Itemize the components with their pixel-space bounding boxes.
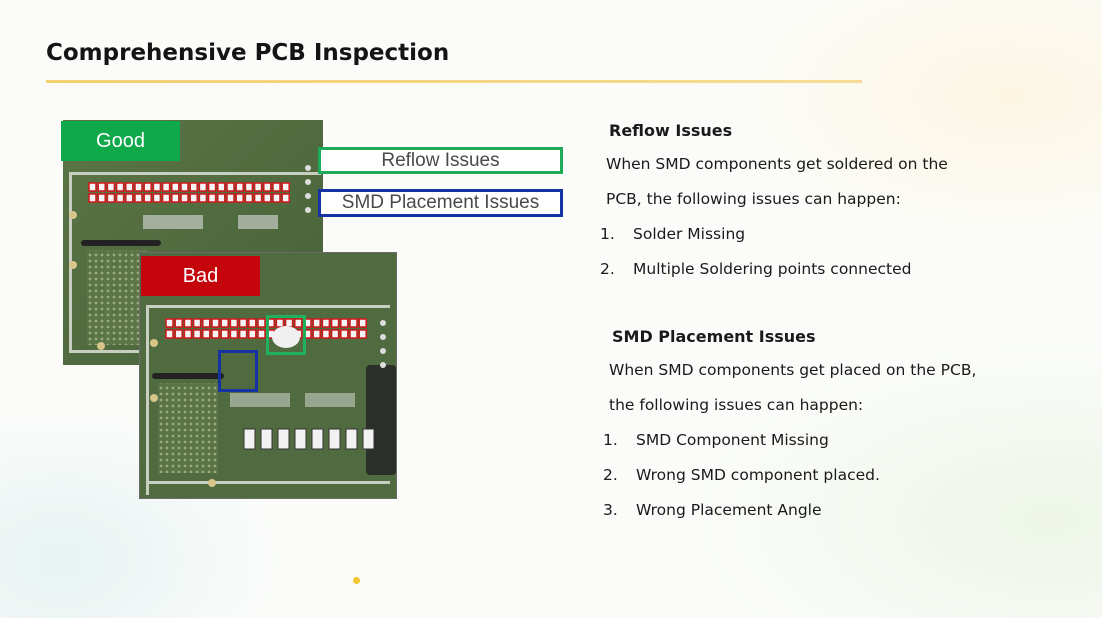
legend-reflow-label: Reflow Issues	[381, 149, 500, 171]
smd-item-number: 1.	[603, 431, 618, 449]
title-underline	[46, 80, 862, 83]
smd-item: Wrong Placement Angle	[636, 501, 822, 519]
reflow-item: Solder Missing	[633, 225, 746, 243]
reflow-item-number: 2.	[600, 260, 615, 278]
legend-smd-placement-issues: SMD Placement Issues	[318, 189, 563, 217]
smd-heading: SMD Placement Issues	[612, 327, 816, 346]
smd-item-number: 3.	[603, 501, 618, 519]
legend-reflow-issues: Reflow Issues	[318, 147, 563, 174]
reflow-heading: Reflow Issues	[609, 121, 733, 140]
bad-label: Bad	[141, 256, 260, 296]
smd-issue-marker	[218, 350, 258, 392]
reflow-description-line2: PCB, the following issues can happen:	[606, 190, 901, 208]
smd-item-number: 2.	[603, 466, 618, 484]
smd-description-line2: the following issues can happen:	[609, 396, 864, 414]
legend-smd-label: SMD Placement Issues	[341, 192, 540, 213]
smd-item: SMD Component Missing	[636, 431, 829, 449]
slide-title: Comprehensive PCB Inspection	[46, 40, 450, 66]
reflow-item: Multiple Soldering points connected	[633, 260, 912, 278]
reflow-item-number: 1.	[600, 225, 615, 243]
smd-description-line1: When SMD components get placed on the PC…	[609, 361, 977, 379]
slide-indicator-dot	[353, 577, 360, 584]
reflow-description-line1: When SMD components get soldered on the	[606, 155, 948, 173]
good-label: Good	[61, 121, 180, 161]
reflow-issue-marker	[266, 315, 306, 355]
smd-item: Wrong SMD component placed.	[636, 466, 880, 484]
